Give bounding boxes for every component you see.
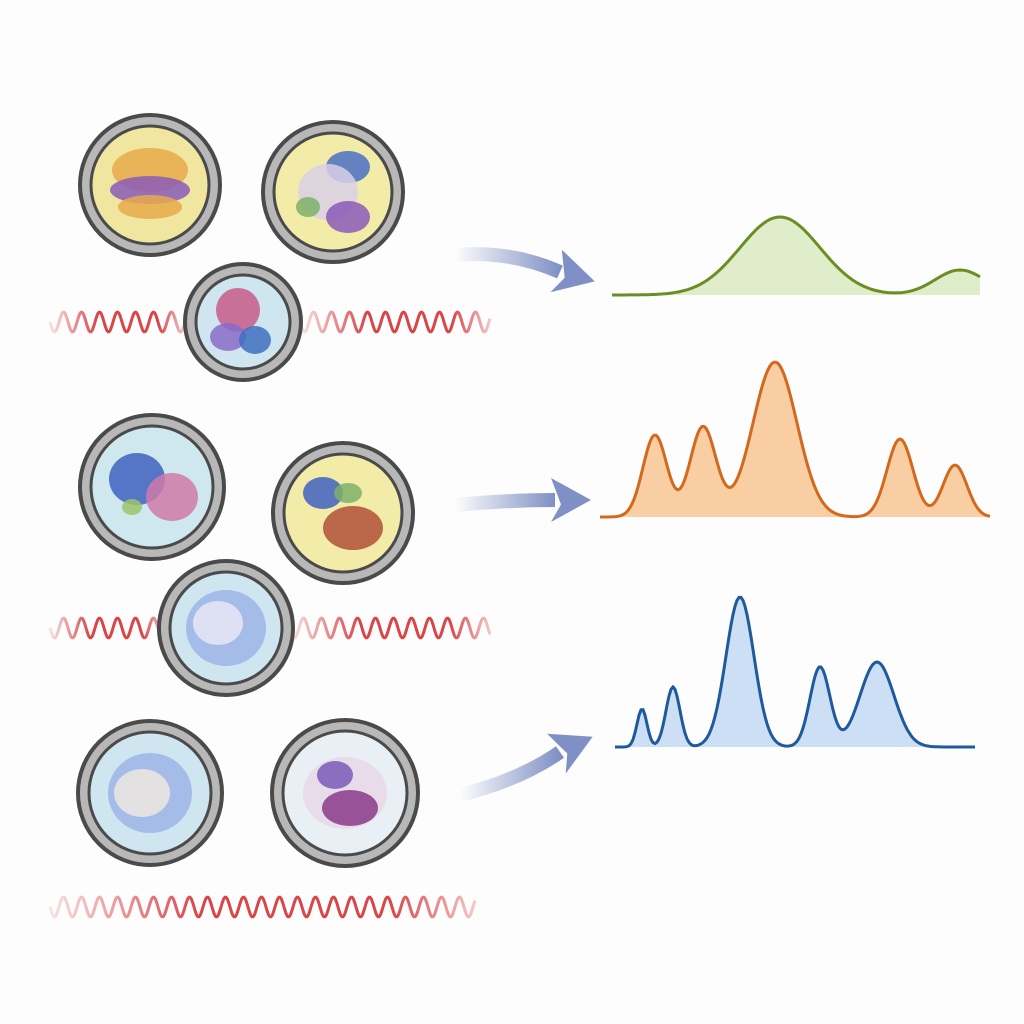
arrow-icon [458, 733, 593, 802]
light-wave [48, 310, 187, 334]
spectrum-line [612, 215, 981, 297]
arrow-icon [454, 247, 595, 293]
cell-icon [183, 262, 303, 382]
cell-icon [271, 441, 415, 585]
organelle [322, 790, 378, 826]
spectrum-line [600, 360, 991, 519]
spectrum-layer [600, 215, 991, 749]
cell-layer [76, 113, 420, 868]
cell-icon [270, 718, 420, 868]
light-wave [48, 616, 167, 640]
organelle [296, 197, 320, 217]
spectrum-fill [615, 597, 975, 747]
arrow-layer [454, 247, 595, 802]
organelle [317, 761, 353, 789]
cell-icon [157, 559, 295, 697]
cell-icon [78, 413, 226, 561]
organelle [326, 201, 370, 233]
spectrum-fill [612, 217, 980, 295]
organelle [216, 288, 260, 332]
organelle [210, 323, 246, 351]
organelle [114, 769, 170, 817]
organelle [118, 195, 182, 219]
light-wave [298, 310, 492, 334]
spectrum-orange [600, 360, 991, 519]
arrow-icon [454, 478, 591, 522]
organelle [193, 601, 243, 645]
cell-icon [76, 719, 224, 867]
spectrum-green [612, 215, 981, 297]
light-wave [48, 895, 477, 919]
light-wave [288, 616, 492, 640]
organelle [239, 326, 271, 354]
spectrum-fill [600, 362, 990, 517]
organelle [334, 483, 362, 503]
wave-layer [48, 310, 492, 919]
organelle [110, 176, 190, 204]
spectrum-line [615, 595, 975, 749]
organelle [323, 506, 383, 550]
spectrum-blue [615, 595, 975, 749]
organelle [122, 499, 142, 515]
cell-icon [261, 120, 405, 264]
organelle [146, 473, 198, 521]
organelle [303, 477, 343, 509]
cell-icon [78, 113, 222, 257]
